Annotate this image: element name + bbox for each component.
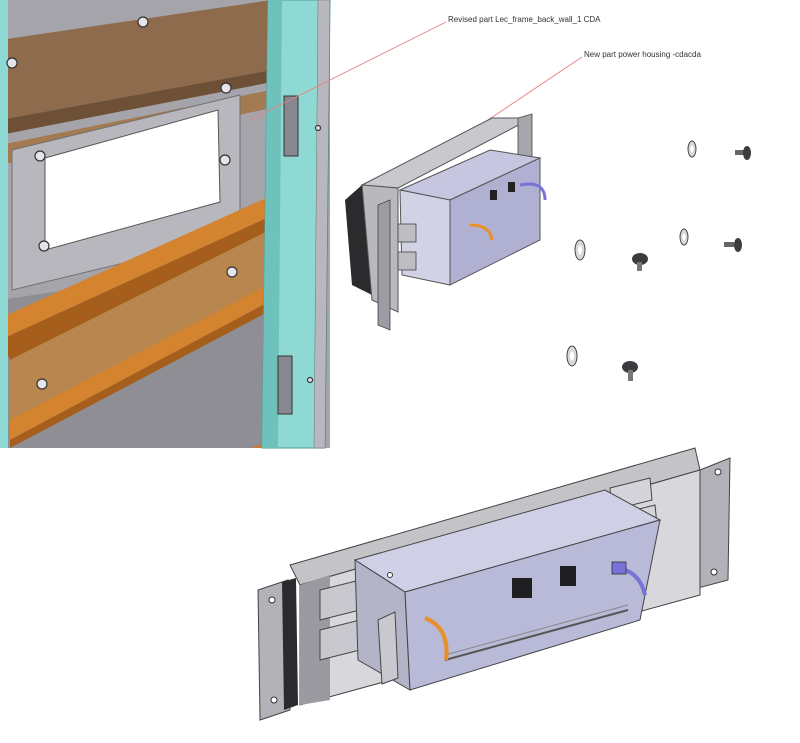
upright-slot-top	[283, 95, 299, 157]
flange-hole	[268, 596, 276, 604]
housing-side-dark	[345, 185, 372, 295]
power-module-front	[404, 519, 661, 691]
callout-revised-part: Revised part Lec_frame_back_wall_1 CDA	[448, 15, 601, 24]
frame-screws	[6, 16, 322, 390]
module-connector	[397, 251, 417, 271]
module-vent	[560, 566, 576, 586]
module-connector	[397, 223, 417, 243]
screw	[219, 154, 231, 166]
bolt	[632, 253, 648, 271]
frame-back-wall-view	[0, 0, 331, 449]
left-upright	[0, 0, 8, 448]
assembled-housing-view	[257, 447, 731, 721]
left-flange-dark	[282, 578, 298, 710]
cable-orange	[469, 223, 494, 241]
screw	[137, 16, 149, 28]
callout-line-revised	[249, 21, 447, 121]
module-clamp	[377, 611, 399, 685]
callout-line-new	[487, 56, 583, 121]
top-rail	[0, 0, 272, 120]
screw	[314, 124, 322, 132]
cable-orange	[424, 616, 449, 661]
module-vent	[512, 578, 532, 598]
exploded-housing-view	[345, 113, 547, 331]
flange-hole	[714, 468, 722, 476]
flange-hole	[710, 568, 718, 576]
upright-slot-bottom	[277, 355, 293, 415]
bolt	[622, 361, 638, 381]
screw	[6, 57, 18, 69]
screw	[226, 266, 238, 278]
purple-plug	[611, 561, 627, 575]
left-mounting-flange	[257, 579, 291, 721]
bolt	[724, 238, 742, 252]
upper-orange-rail-face	[0, 200, 306, 360]
upper-orange-rail-body	[10, 230, 270, 420]
upper-orange-rail	[0, 180, 306, 340]
module-rail	[444, 604, 629, 656]
loose-fasteners	[566, 140, 751, 381]
flange-hole	[270, 696, 278, 704]
screw	[306, 376, 314, 384]
lower-orange-rail-face	[10, 282, 306, 448]
washer	[574, 239, 586, 261]
module-rail	[444, 609, 629, 661]
washer	[687, 140, 697, 158]
module-vent	[508, 182, 515, 192]
cable-purple	[519, 182, 547, 201]
screw	[220, 82, 232, 94]
washer	[679, 228, 689, 246]
bolt	[735, 146, 751, 160]
upright-edge	[313, 0, 331, 449]
top-rail-lip	[0, 70, 272, 135]
washer	[566, 345, 578, 367]
screw	[34, 150, 46, 162]
screw	[38, 240, 50, 252]
callout-new-part: New part power housing -cdacda	[584, 50, 701, 59]
lower-orange-rail	[10, 265, 306, 440]
module-vent	[490, 190, 497, 200]
housing-flange	[377, 199, 391, 331]
plate-cutout	[44, 109, 221, 251]
callout-lines	[249, 21, 583, 121]
module-screw	[387, 572, 393, 578]
screw	[36, 378, 48, 390]
module-side	[449, 157, 541, 286]
